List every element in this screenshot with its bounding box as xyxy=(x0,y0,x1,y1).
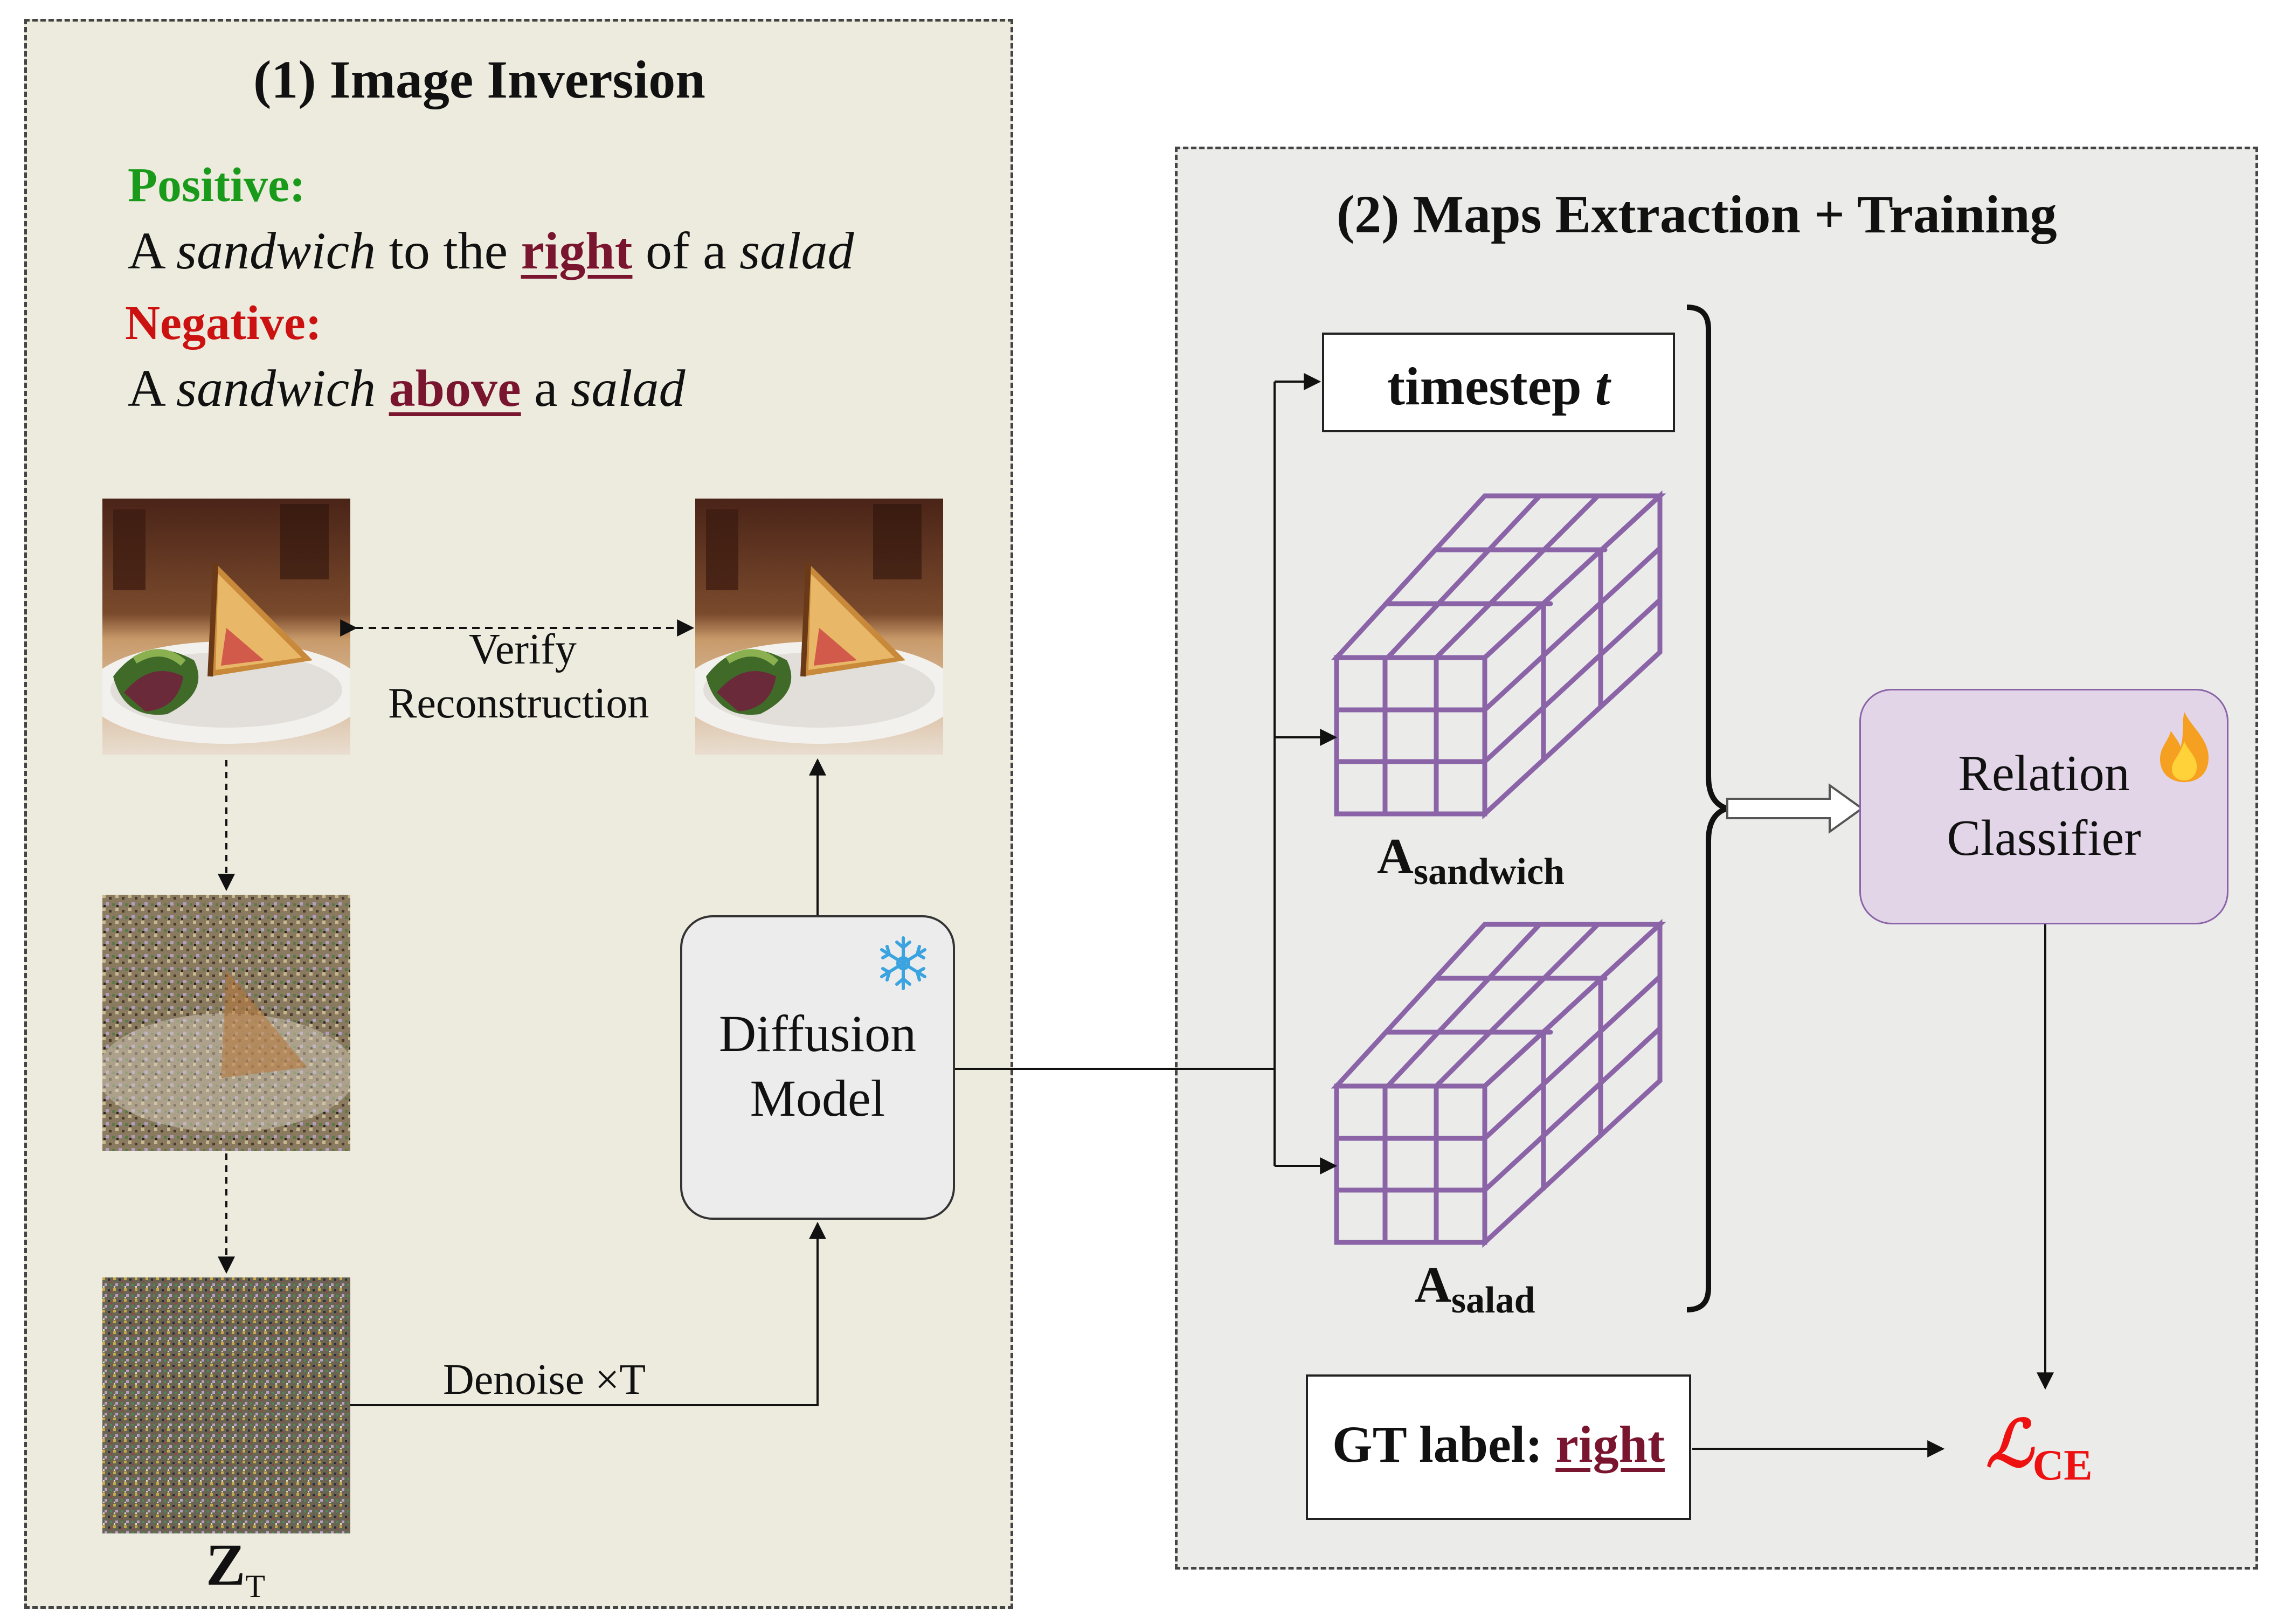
timestep-box: timestep t xyxy=(1322,333,1675,432)
input-image xyxy=(102,499,350,755)
classifier-label: Classifier xyxy=(1947,810,2141,866)
negative-label: Negative: xyxy=(125,296,322,350)
zt-noise-image xyxy=(102,1277,350,1533)
positive-prompt: A sandwich to the right of a salad xyxy=(128,222,854,280)
model-label: Model xyxy=(750,1069,885,1127)
zt-label: ZT xyxy=(206,1532,266,1604)
gt-relation: right xyxy=(1555,1415,1665,1473)
diffusion-label: Diffusion xyxy=(718,1005,917,1062)
map-sandwich-label: Asandwich xyxy=(1377,828,1565,893)
fire-icon xyxy=(2160,712,2209,782)
panel2-title: (2) Maps Extraction + Training xyxy=(1337,184,2057,244)
snowflake-icon xyxy=(880,936,926,990)
diffusion-model-box: Diffusion Model xyxy=(680,915,955,1220)
loss-ce: ℒCE xyxy=(1986,1408,2093,1489)
negative-relation: above xyxy=(389,360,521,418)
positive-relation: right xyxy=(521,222,633,280)
verify-label: Verify xyxy=(469,626,577,673)
noisy-latent-image xyxy=(102,895,350,1151)
positive-label: Positive: xyxy=(128,158,306,212)
negative-prompt: A sandwich above a salad xyxy=(128,360,686,418)
panel1-title: (1) Image Inversion xyxy=(253,50,705,109)
reconstruction-label: Reconstruction xyxy=(388,680,649,727)
map-salad-label: Asalad xyxy=(1415,1257,1535,1321)
denoise-label: Denoise ×T xyxy=(443,1356,646,1404)
relation-label: Relation xyxy=(1958,745,2130,801)
relation-classifier-box: Relation Classifier xyxy=(1859,689,2228,924)
gt-label-box: GT label: right xyxy=(1306,1374,1691,1520)
reconstructed-image xyxy=(695,499,943,755)
